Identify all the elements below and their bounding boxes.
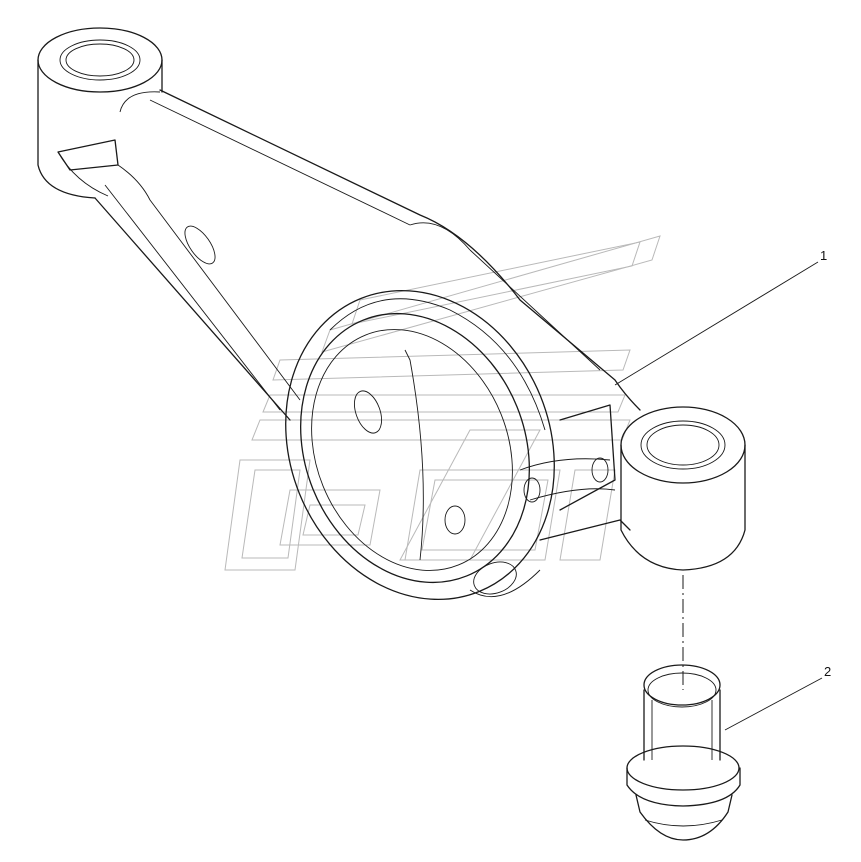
leader-line-1	[614, 261, 819, 386]
adjusting-screw	[626, 664, 741, 841]
rocker-arm	[37, 27, 746, 601]
callout-2: 2	[724, 664, 831, 731]
callout-label-2: 2	[824, 664, 831, 679]
callout-1: 1	[614, 248, 827, 386]
callout-label-1: 1	[820, 248, 827, 263]
watermark-logo	[224, 235, 661, 571]
leader-line-2	[724, 677, 823, 731]
